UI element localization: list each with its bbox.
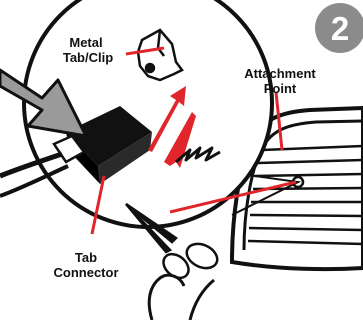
double-arrow-icon bbox=[148, 86, 196, 168]
wire-callout bbox=[169, 180, 297, 214]
step-number: 2 bbox=[331, 10, 349, 47]
metal-tab-label-line1: Metal bbox=[69, 35, 102, 50]
scissors-icon bbox=[125, 202, 219, 280]
attachment-label-line1: Attachment bbox=[244, 66, 316, 81]
label-tab-connector: Tab Connector bbox=[54, 250, 119, 280]
tab-connector-label-line1: Tab bbox=[75, 250, 97, 265]
tab-connector bbox=[0, 106, 152, 198]
attachment-label-line2: Point bbox=[264, 81, 297, 96]
tab-connector-label-line2: Connector bbox=[54, 265, 119, 280]
metal-tab-callout bbox=[125, 46, 165, 56]
step-badge: 2 bbox=[315, 3, 363, 53]
magnifier-circle bbox=[22, 0, 302, 229]
label-attachment-point: Attachment Point bbox=[244, 66, 316, 96]
label-metal-tab-clip: Metal Tab/Clip bbox=[63, 35, 113, 65]
large-gray-arrow-icon bbox=[0, 68, 88, 138]
metal-tab-clip bbox=[136, 28, 184, 82]
metal-tab-label-line2: Tab/Clip bbox=[63, 50, 113, 65]
callout-lines bbox=[90, 46, 297, 235]
hand-outline bbox=[147, 273, 215, 320]
attachment-callout bbox=[274, 91, 284, 151]
defroster-grid-lines bbox=[247, 144, 363, 246]
break-zigzag bbox=[175, 146, 221, 164]
tab-connector-callout bbox=[90, 175, 106, 235]
